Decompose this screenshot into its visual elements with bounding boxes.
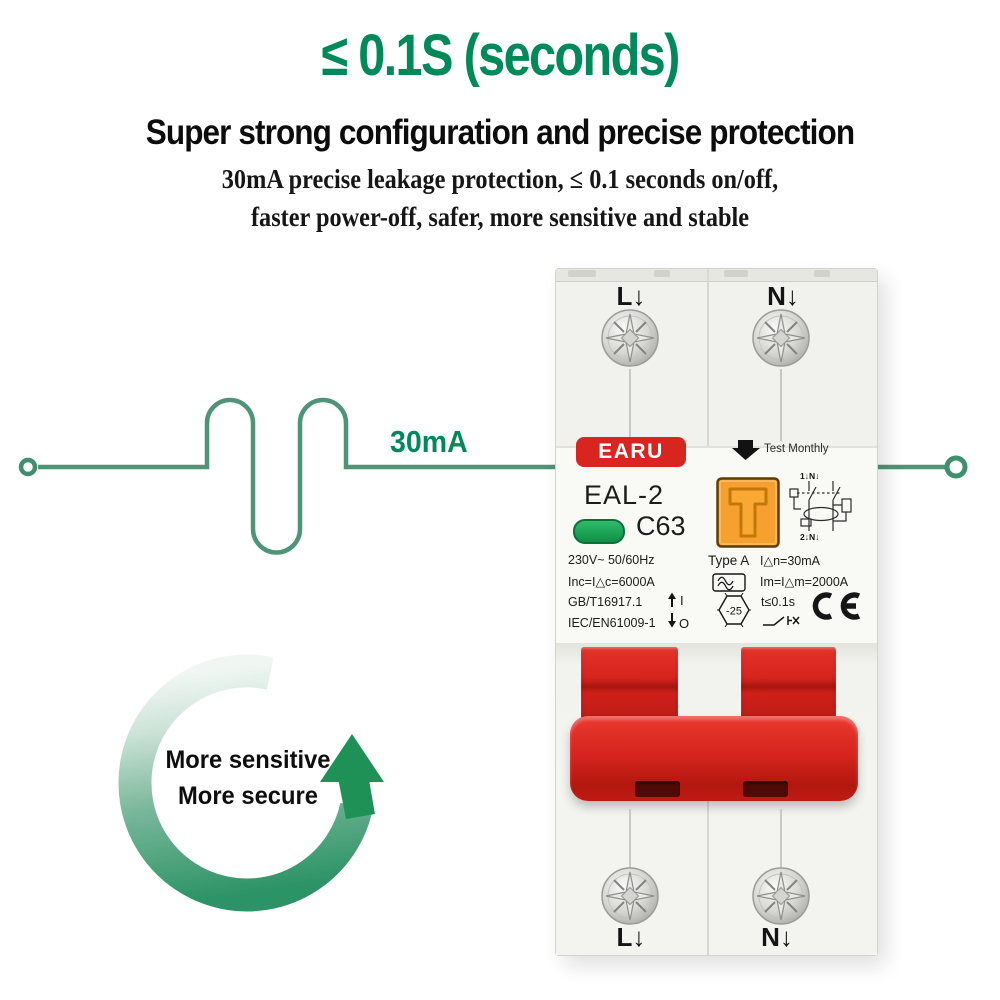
- contact-gap-icon: [763, 616, 800, 626]
- status-indicator-window: [573, 519, 625, 544]
- line-terminal-dot-right: [944, 455, 968, 479]
- temperature-value: -25: [726, 606, 742, 618]
- subheadline: Super strong configuration and precise p…: [145, 113, 855, 152]
- switch-lever-left: [581, 647, 678, 721]
- on-off-indicator-icon: I O: [668, 592, 689, 631]
- terminal-screw-icon: [752, 867, 810, 925]
- line-terminal-dot-left: [18, 457, 38, 477]
- circuit-breaker: L↓ N↓ EARU EAL-2 C63 Test Monthly 1↓N↓: [555, 268, 878, 956]
- pole-seam-top: [707, 269, 709, 446]
- wire-slot: [780, 369, 782, 441]
- spec-standard-gb: GB/T16917.1: [568, 595, 643, 609]
- sensitivity-ring-arrow-icon: [118, 654, 384, 912]
- top-terminal-block: [556, 282, 877, 446]
- test-button: [716, 477, 780, 548]
- molded-t-shape: [728, 487, 768, 538]
- temperature-hexagon-icon: -25: [717, 593, 751, 627]
- spec-trip-time: t≤0.1s: [761, 595, 795, 609]
- handle-slot: [743, 781, 788, 797]
- terminal-label-bottom-left: L↓: [616, 922, 646, 952]
- wire-slot: [629, 809, 631, 869]
- description-line-1: 30mA precise leakage protection, ≤ 0.1 s…: [221, 164, 779, 194]
- sinusoidal-icon: [712, 573, 746, 592]
- badge-line1: More sensitive: [165, 746, 331, 774]
- spec-breaking-capacity: Inc=I△c=6000A: [568, 575, 655, 589]
- front-face: [556, 446, 877, 645]
- wire-slot: [629, 369, 631, 441]
- handle-slot: [635, 781, 680, 797]
- switch-handle-bar: [570, 716, 858, 801]
- wire-slot: [780, 809, 782, 869]
- test-monthly-label: Test Monthly: [764, 443, 829, 455]
- brand-logo: EARU: [576, 437, 686, 467]
- cap-notch: [654, 270, 670, 277]
- spec-type: Type A: [708, 553, 750, 568]
- test-monthly-arrow-icon: [732, 440, 760, 460]
- terminal-screw-icon: [601, 309, 659, 367]
- terminal-screw-icon: [752, 309, 810, 367]
- switch-lever-right: [741, 647, 836, 721]
- ce-mark-icon: [812, 592, 861, 620]
- breaker-top-cap: [556, 269, 877, 282]
- on-label: I: [680, 593, 684, 608]
- cap-notch: [814, 270, 830, 277]
- wiring-diagram: 1↓N↓ 2↓N↓: [789, 471, 852, 542]
- diagram-bottom-label: 2↓N↓: [800, 532, 819, 542]
- spec-rated-residual-current: I△n=30mA: [760, 554, 820, 568]
- badge-line2: More secure: [178, 782, 318, 810]
- leakage-pulse-line-icon: [18, 397, 968, 555]
- model-number: EAL-2: [584, 480, 665, 510]
- off-label: O: [679, 616, 689, 631]
- terminal-label-bottom-right: N↓: [761, 922, 793, 952]
- terminal-label-top-right: N↓: [767, 281, 799, 311]
- headline: ≤ 0.1S (seconds): [321, 23, 680, 88]
- diagram-top-label: 1↓N↓: [800, 471, 819, 481]
- arrow-head: [320, 734, 384, 782]
- terminal-label-top-left: L↓: [616, 281, 646, 311]
- cap-notch: [568, 270, 596, 277]
- spec-voltage: 230V~ 50/60Hz: [568, 553, 655, 567]
- current-rating: C63: [636, 511, 686, 541]
- arrow-stem: [338, 774, 375, 819]
- pole-seam-bottom: [707, 801, 709, 955]
- spec-surge-current: Im=I△m=2000A: [760, 575, 849, 589]
- cap-notch: [724, 270, 748, 277]
- terminal-screw-icon: [601, 867, 659, 925]
- spec-standard-iec: IEC/EN61009-1: [568, 616, 656, 630]
- leakage-current-label: 30mA: [390, 424, 468, 459]
- description-line-2: faster power-off, safer, more sensitive …: [250, 202, 750, 232]
